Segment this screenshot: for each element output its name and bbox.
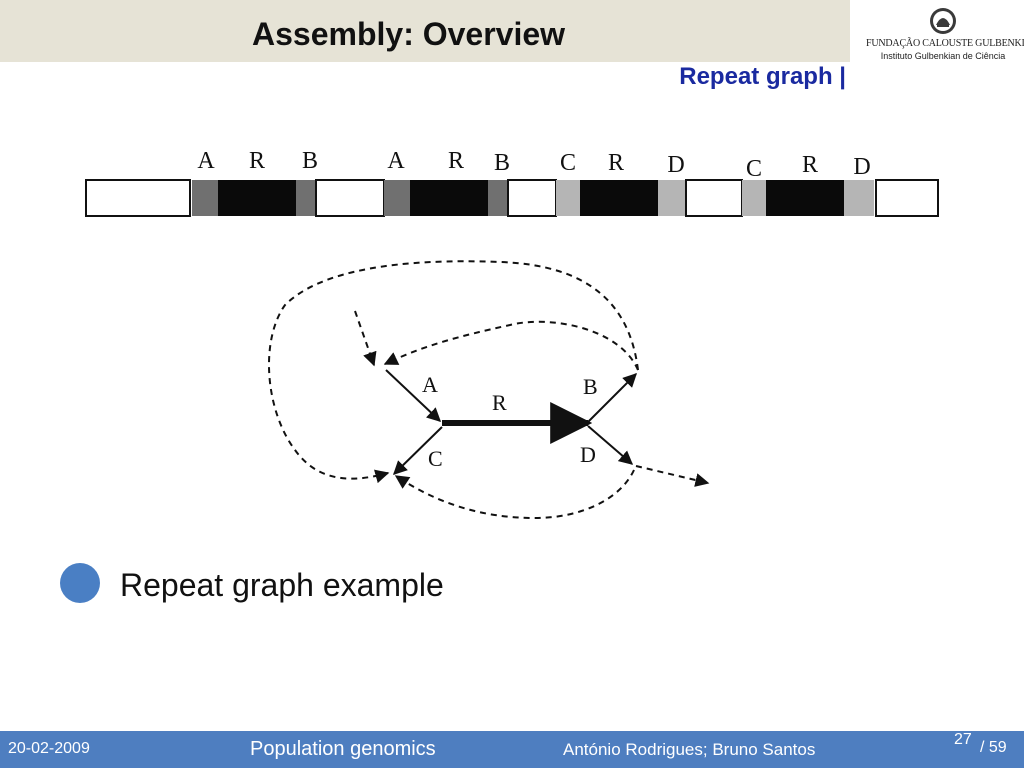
title-band xyxy=(0,0,850,62)
node-label-a: A xyxy=(422,372,438,397)
strip-label: A xyxy=(197,148,215,174)
strip-label: C xyxy=(560,150,576,176)
strip-label: R xyxy=(608,150,624,176)
strip-label: A xyxy=(387,148,405,174)
logo-line-institute: Instituto Gulbenkian de Ciência xyxy=(880,51,1006,61)
footer-page-total: / 59 xyxy=(980,739,1007,756)
dashed-b-to-a xyxy=(383,320,639,371)
slide-title: Assembly: Overview xyxy=(252,16,566,52)
strip-label: D xyxy=(667,152,684,178)
node-label-b: B xyxy=(583,374,598,399)
logo-line-foundation: FUNDAÇÃO CALOUSTE GULBENKIAN xyxy=(866,38,1024,49)
strip-label: R xyxy=(448,148,464,174)
strip-label: D xyxy=(853,154,870,180)
dashed-b-loop-to-c xyxy=(268,260,639,484)
edge-c xyxy=(392,426,443,475)
footer-page-number: 27 xyxy=(954,731,972,748)
strip-label: R xyxy=(802,152,818,178)
footer-authors: António Rodrigues; Bruno Santos xyxy=(563,740,816,759)
node-label-d: D xyxy=(580,442,596,467)
genome-strip: A R B A R B C R D C R D xyxy=(85,148,939,217)
edge-b xyxy=(587,373,637,423)
emblem-icon xyxy=(930,8,956,34)
repeat-graph-diagram: A R B A R B C R D C R D xyxy=(85,148,939,520)
strip-label: C xyxy=(746,156,762,182)
dashed-entry xyxy=(354,310,377,367)
repeat-graph-figure: A R B A R B C R D C R D xyxy=(80,140,950,535)
footer-course: Population genomics xyxy=(250,738,436,760)
strip-label: B xyxy=(302,148,318,174)
node-label-r: R xyxy=(492,390,507,415)
bullet-text: Repeat graph example xyxy=(120,567,444,603)
institution-logo: FUNDAÇÃO CALOUSTE GULBENKIAN Instituto G… xyxy=(866,4,1024,64)
bullet-marker xyxy=(60,563,100,603)
edge-d xyxy=(587,425,634,465)
section-label: Repeat graph | xyxy=(679,63,846,90)
footer-bar: 20-02-2009 Population genomics António R… xyxy=(0,731,1024,768)
footer-date: 20-02-2009 xyxy=(8,740,90,757)
node-label-c: C xyxy=(428,446,443,471)
repeat-graph: A R B C D xyxy=(268,260,710,520)
strip-label: B xyxy=(494,150,510,176)
strip-label: R xyxy=(249,148,265,174)
edge-a xyxy=(385,369,442,422)
dashed-d-to-c xyxy=(394,469,635,520)
dashed-exit xyxy=(635,465,710,487)
